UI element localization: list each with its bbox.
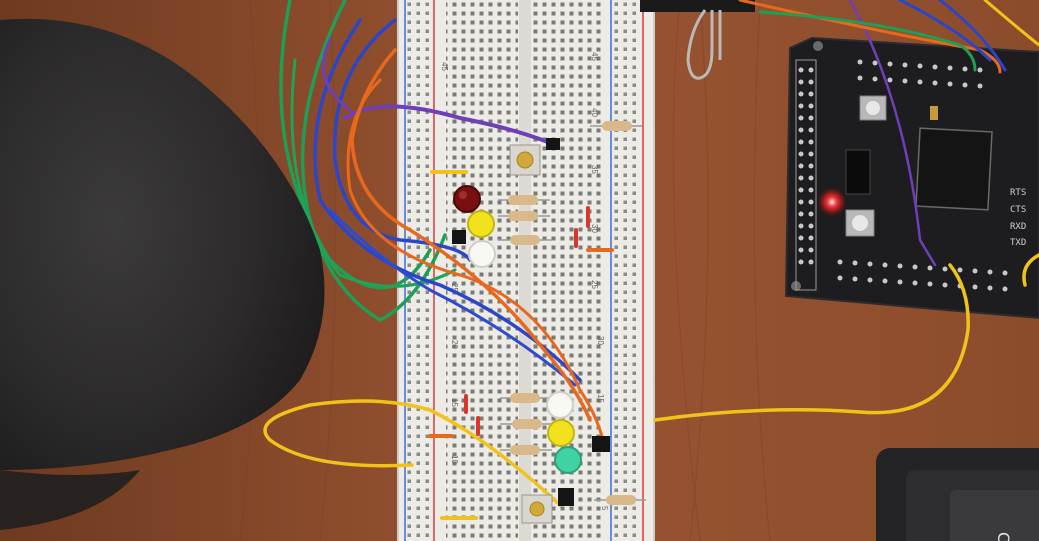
white-led [468, 240, 496, 268]
row-label: 15 [596, 394, 605, 403]
green-wire [290, 58, 457, 288]
microcontroller-chip [915, 127, 993, 211]
breadboard [397, 0, 655, 541]
row-label: 30 [596, 336, 605, 345]
ctrl-key-label: Ctrl [994, 532, 1013, 541]
resistor [500, 393, 552, 403]
resistors [498, 121, 646, 505]
pin-header-top [857, 59, 983, 89]
microcontroller-board: RTS CTS RXD TXD [784, 36, 1039, 320]
resistor [498, 211, 550, 221]
blue-wire [898, 0, 992, 62]
yellow-wire [263, 399, 562, 507]
orange-wire [346, 78, 607, 452]
user-button[interactable] [845, 209, 875, 237]
pin-header-bottom [837, 259, 1008, 292]
breadboard-push-button[interactable] [521, 494, 553, 524]
red-led [453, 185, 481, 213]
breadboard-push-button[interactable] [509, 144, 541, 176]
jumper-block [845, 149, 871, 195]
cts-label: CTS [1010, 205, 1026, 215]
ctrl-key [950, 490, 1039, 541]
purple-wire [343, 104, 557, 147]
yellow-led [547, 419, 575, 447]
green-wire [300, 0, 447, 322]
keyboard: Ctrl [876, 448, 1039, 541]
row-label: 45 [590, 52, 599, 61]
led-group-top [453, 185, 496, 268]
row-label: 15 [450, 398, 459, 407]
resistor [594, 495, 646, 505]
serial-labels: RTS CTS RXD TXD [1010, 188, 1026, 248]
resistor [590, 121, 642, 131]
blue-wire [938, 0, 1007, 72]
row-label: 25 [450, 283, 459, 292]
resistor [498, 235, 552, 245]
yellow-wire [1022, 253, 1039, 287]
resistor [498, 195, 550, 205]
row-label: 30 [590, 224, 599, 233]
row-label: 35 [590, 165, 599, 174]
row-label: 40 [590, 108, 599, 117]
txd-label: TXD [1010, 238, 1026, 248]
row-label: 10 [450, 455, 459, 464]
row-label: 45 [440, 62, 449, 71]
row-label: 25 [590, 280, 599, 289]
row-labels: 45 45 40 35 30 25 25 20 30 15 15 10 5 [440, 52, 609, 511]
row-label: 20 [450, 340, 459, 349]
blue-wire [332, 18, 472, 262]
blue-wire [328, 208, 577, 387]
white-led [546, 391, 574, 419]
resistor [500, 445, 552, 455]
yellow-wire [983, 0, 1039, 47]
jumpers [428, 170, 614, 520]
wires [263, 0, 1039, 507]
power-led-glow [818, 188, 846, 216]
jumper-clips [452, 138, 610, 506]
purple-wire [321, 38, 352, 112]
reset-button[interactable] [859, 95, 887, 121]
rxd-label: RXD [1010, 222, 1026, 232]
yellow-wire [653, 263, 970, 422]
green-led [554, 446, 582, 474]
resistor [500, 419, 552, 429]
row-label: 5 [600, 506, 609, 511]
rts-label: RTS [1010, 188, 1026, 198]
blurred-hand [0, 18, 325, 530]
orange-wire [738, 0, 1002, 74]
wood-grain [239, 0, 771, 541]
binder-clip [640, 0, 755, 80]
green-wire [758, 10, 977, 72]
yellow-led [467, 210, 495, 238]
led-group-bottom [546, 391, 582, 474]
blue-wire [313, 18, 582, 382]
pin-header-left [798, 67, 814, 265]
